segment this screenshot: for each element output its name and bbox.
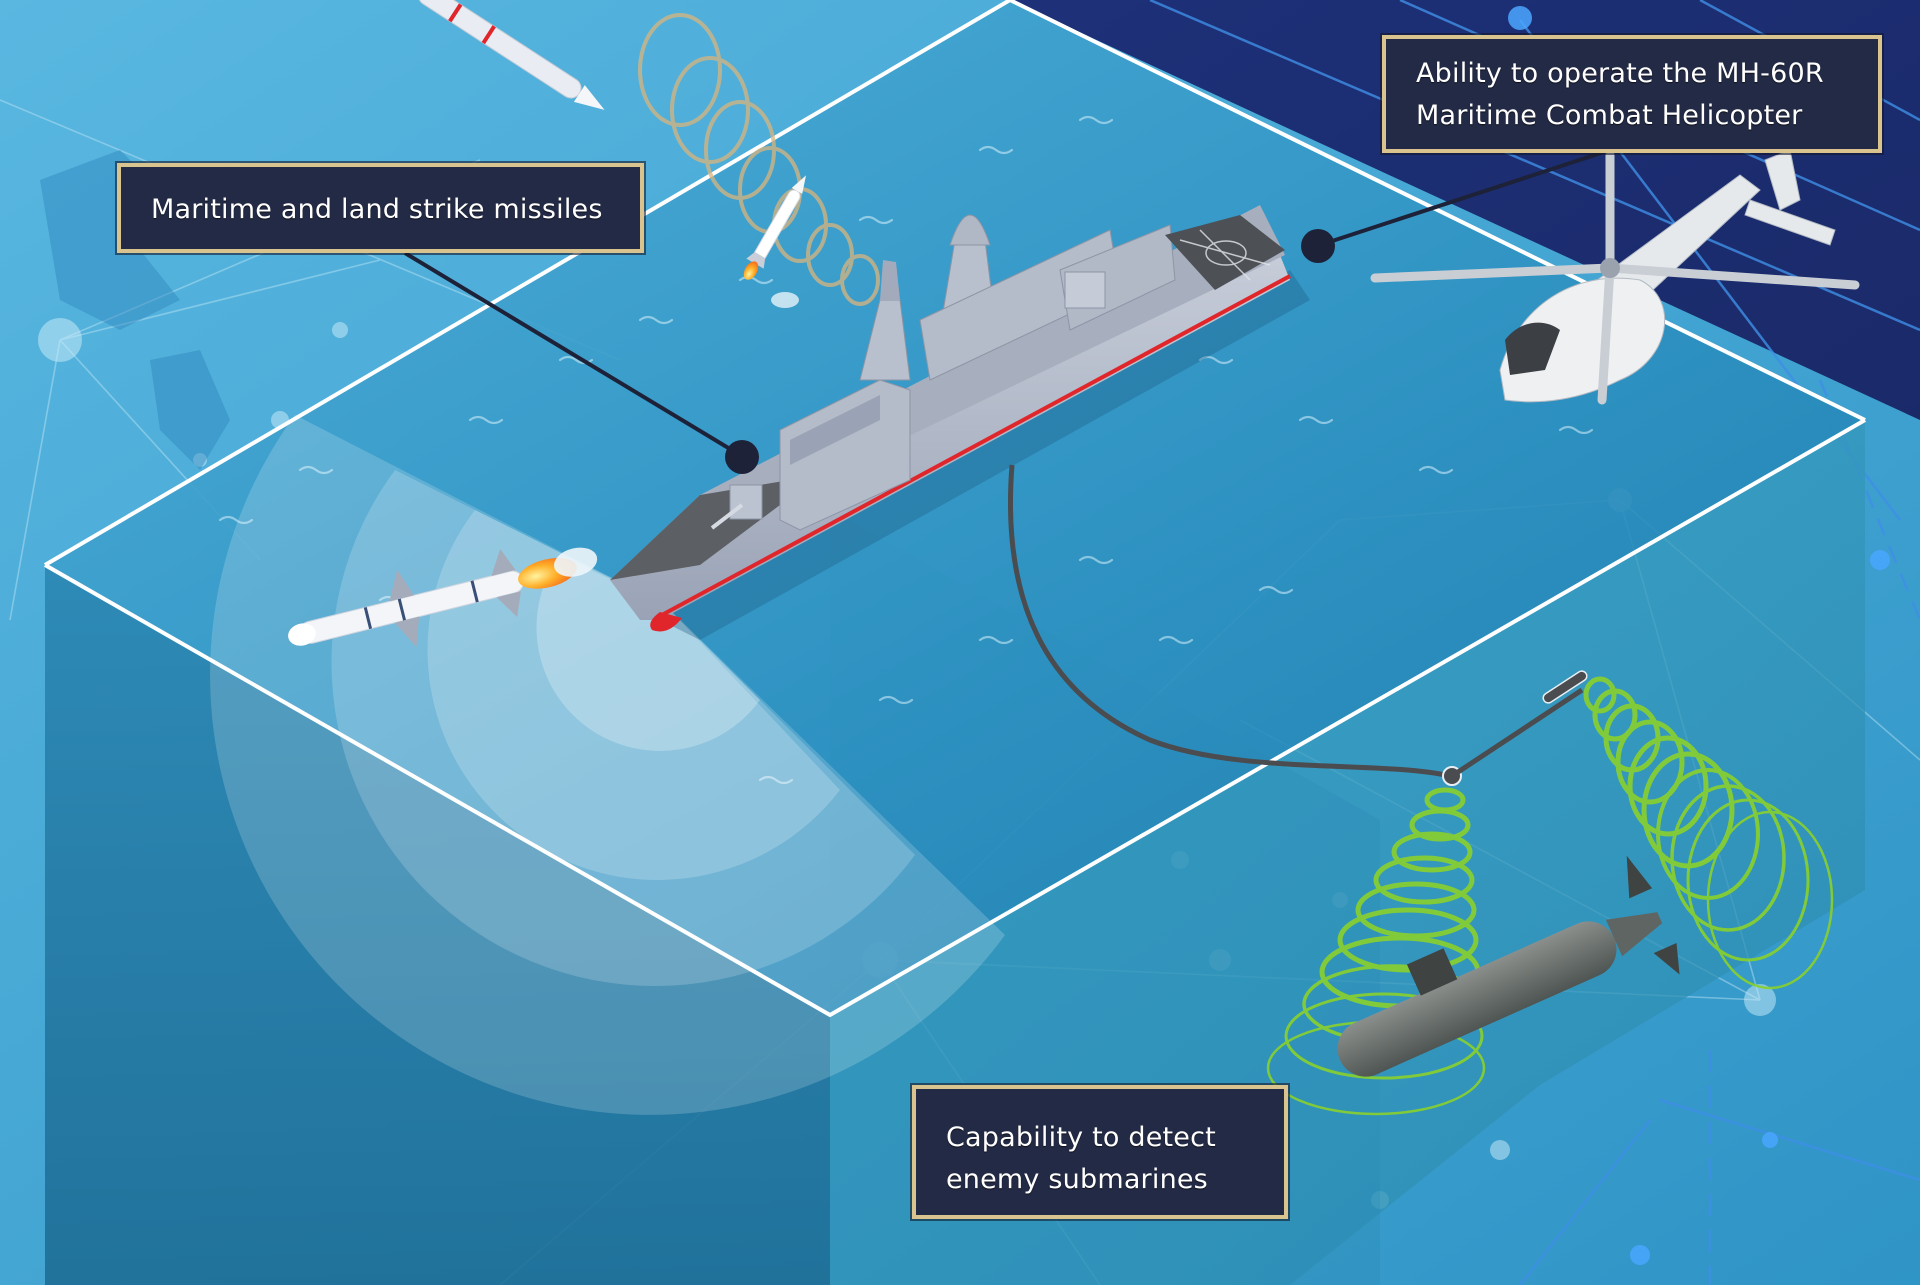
missile-smoke [771,292,799,308]
helicopter-stabilizer [1744,199,1836,246]
wave-marks [218,115,1594,785]
sonar-spiral-side [1583,676,1834,990]
ship-hull-side [610,255,1290,620]
callout-submarine-line-2: enemy submarines [946,1164,1208,1195]
water-block-right [830,420,1865,1285]
rotor-blade-4 [1597,263,1615,405]
leader-line-missiles [403,251,742,457]
callout-helicopter-line-1: Ability to operate the MH-60R [1416,58,1824,89]
sonar-arm [1450,687,1584,779]
helicopter-tail-fin [1764,149,1801,211]
ship-gun-turret [729,484,763,520]
helicopter-cockpit [1505,322,1560,375]
mh60r-helicopter [1370,149,1860,405]
towed-sonar-cable [1008,464,1451,779]
leader-dot-helicopter [1301,229,1335,263]
cruise-missile [417,0,605,110]
rotor-blade-1 [1370,263,1615,283]
ship-shadow [640,270,1310,640]
callout-helicopter: Ability to operate the MH-60R Maritime C… [1382,35,1882,153]
water-block-front [45,565,830,1285]
ship-gun-barrel [710,503,744,530]
rotor-hub [1600,258,1620,278]
vertical-missile [743,175,806,280]
callout-strike-missiles: Maritime and land strike missiles [117,163,644,253]
enemy-submarine [1337,855,1680,1077]
water-block-outline [43,0,1866,1018]
ship-radar-dome [949,214,991,246]
rotor-blade-2 [1605,263,1860,290]
sonar-array [1542,670,1588,704]
water-surface [45,0,1865,1015]
callout-submarine-line-1: Capability to detect [946,1122,1216,1153]
launched-missile [288,547,598,648]
ship-bow-bulb [650,612,682,632]
callout-missiles-text: Maritime and land strike missiles [151,194,603,225]
leader-line-helicopter [1319,148,1611,247]
ship-waterline [659,274,1291,618]
callout-helicopter-line-2: Maritime Combat Helicopter [1416,100,1803,131]
helicopter-fuselage [1499,277,1666,403]
frigate-ship [610,205,1291,632]
callout-submarine-detection: Capability to detect enemy submarines [912,1085,1288,1219]
leader-dot-missiles [725,440,759,474]
